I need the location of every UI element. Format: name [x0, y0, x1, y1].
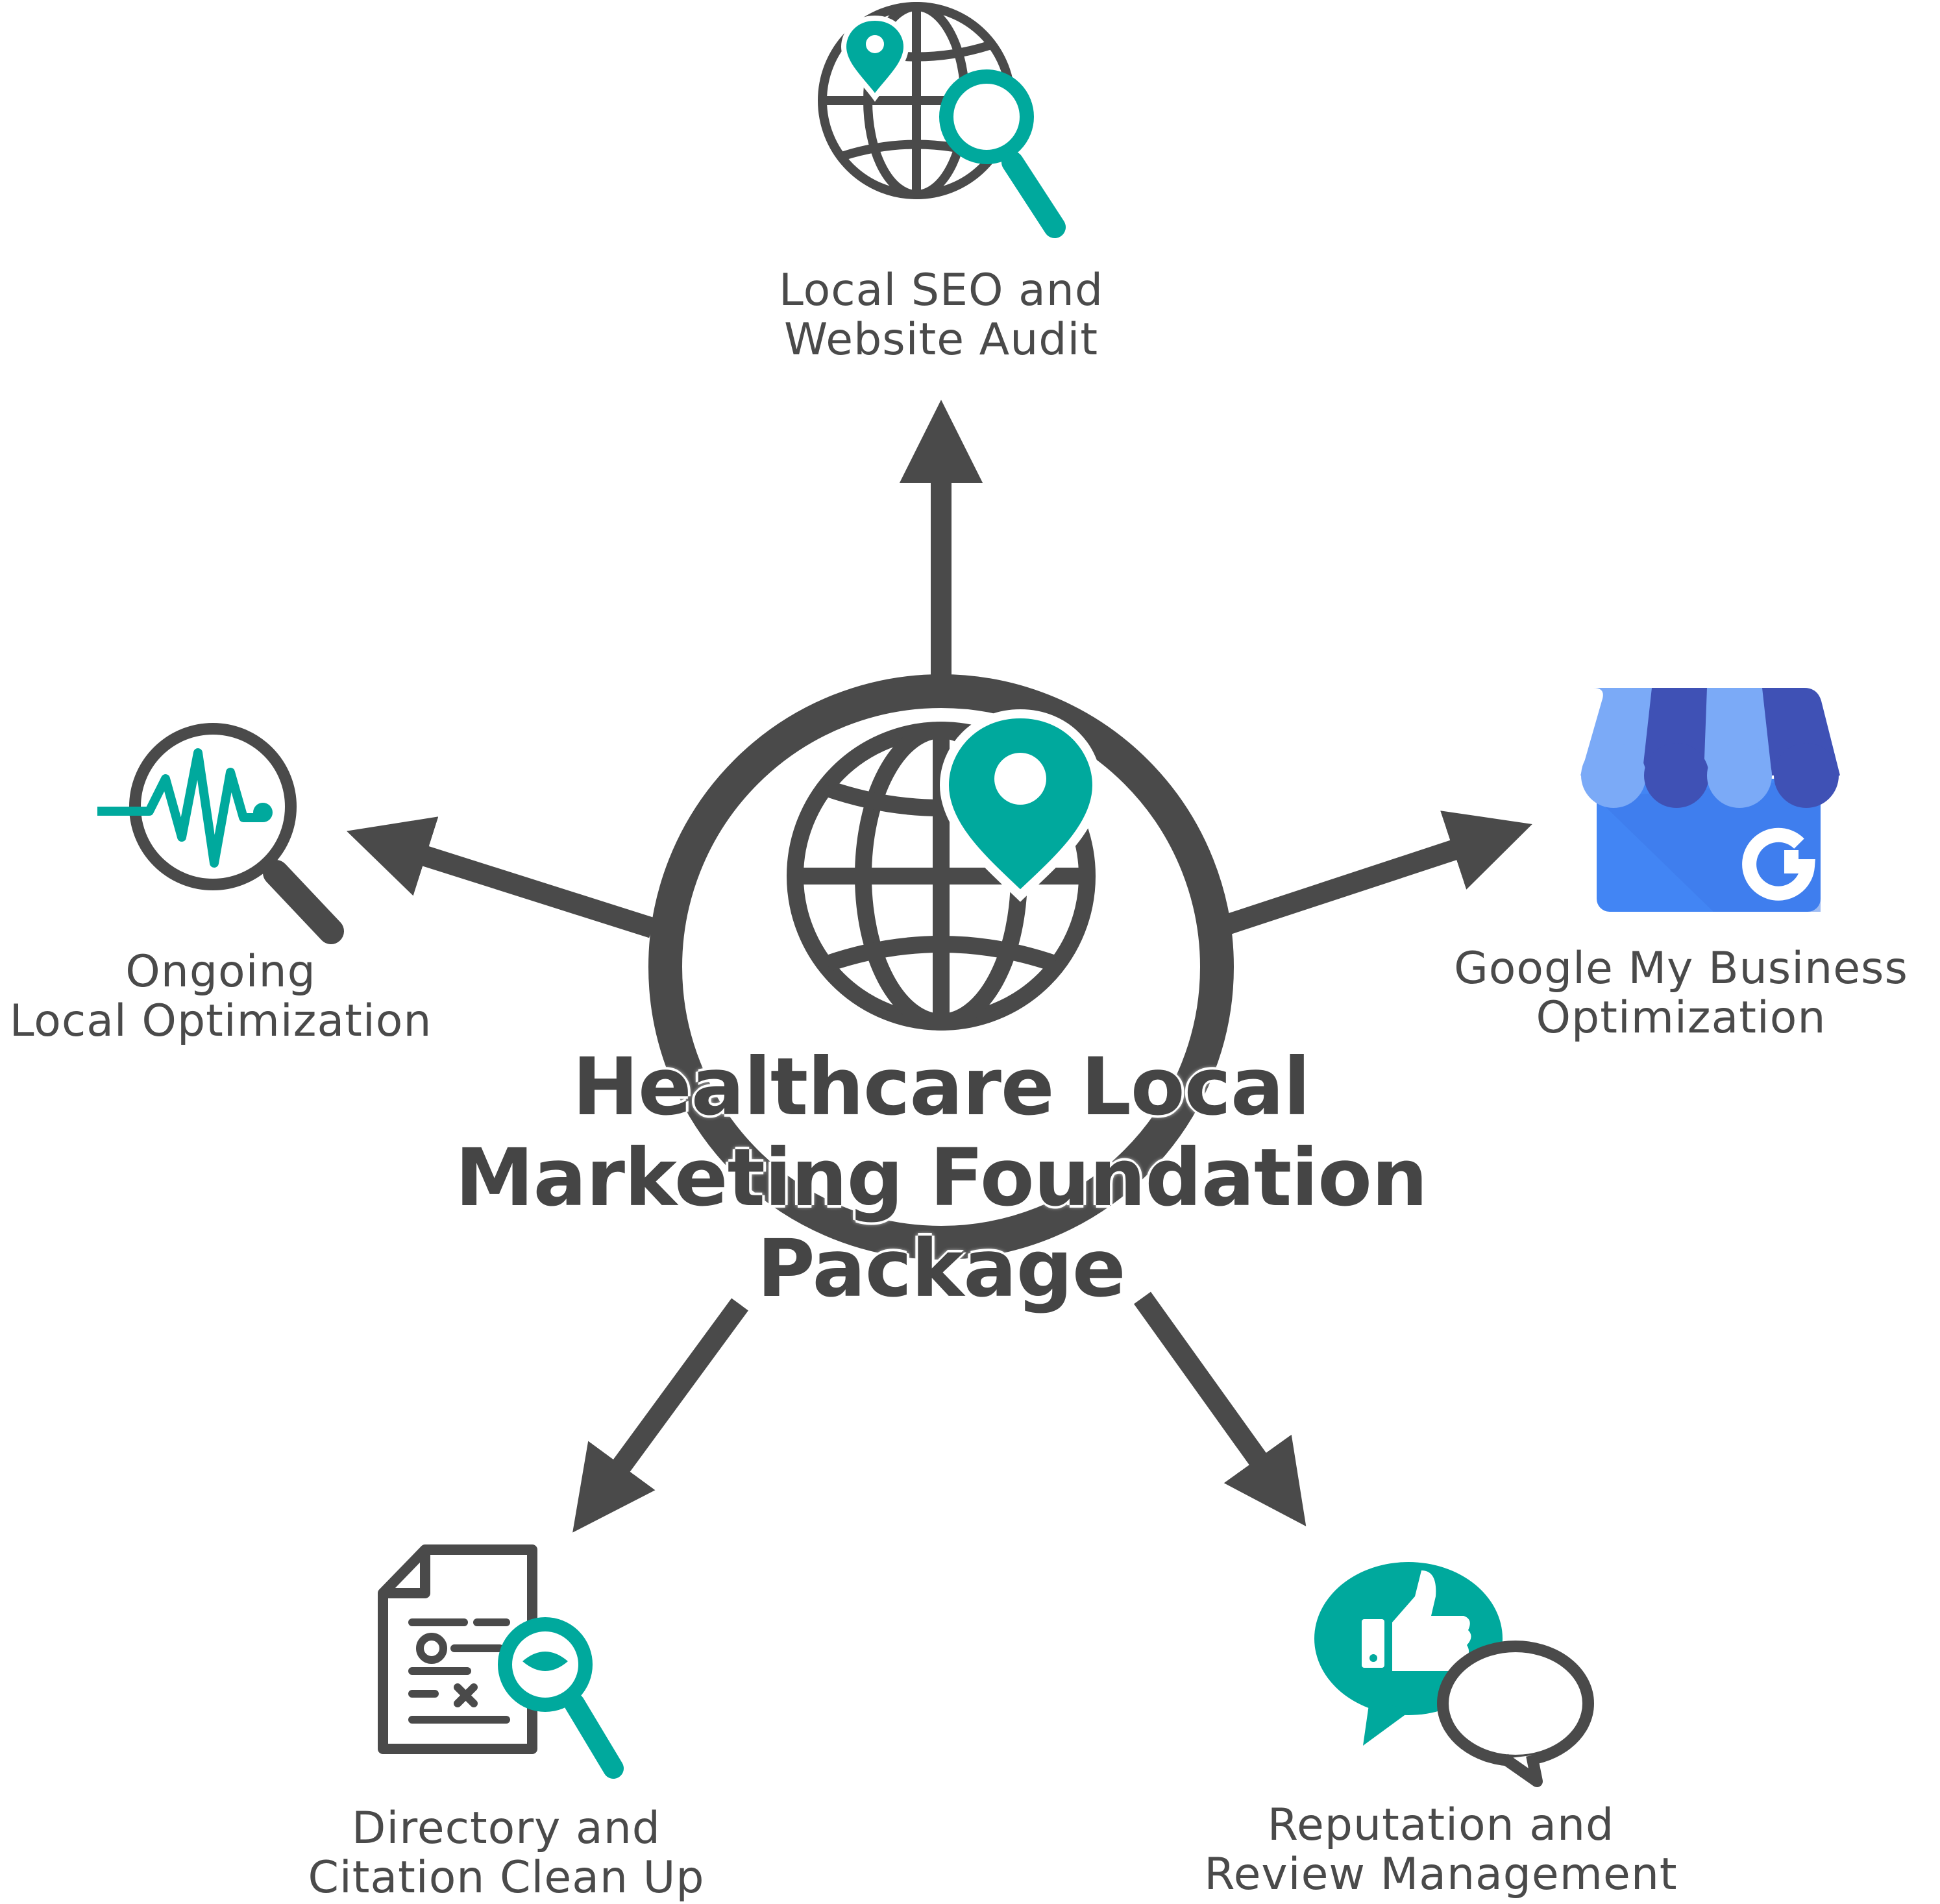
label-directory-cleanup-line-2: Citation Clean Up [308, 1852, 705, 1903]
central-ring [648, 674, 1234, 1260]
label-local-seo-line-2: Website Audit [783, 314, 1099, 365]
label-google-my-business-line-2: Optimization [1536, 992, 1826, 1044]
document-search-icon [378, 1544, 624, 1779]
arrow-to-left [346, 816, 656, 938]
central-title-line-2: Marketing Foundation [455, 1132, 1428, 1224]
arrows [346, 400, 1532, 1533]
central-title: Healthcare Local Marketing Foundation Pa… [292, 1042, 1590, 1314]
arrow-to-bottom-right [1133, 1291, 1307, 1527]
thumbs-up-chat-icon [1314, 1562, 1594, 1787]
globe-search-icon [818, 2, 1066, 238]
central-title-line-3: Package [757, 1223, 1125, 1315]
label-local-seo-line-1: Local SEO and [778, 265, 1104, 316]
label-reputation-management-line-1: Reputation and [1267, 1800, 1615, 1851]
label-directory-cleanup-line-1: Directory and [352, 1803, 661, 1854]
label-ongoing-optimization-line-2: Local Optimization [9, 995, 432, 1047]
label-google-my-business: Google My Business Optimization [1428, 944, 1934, 1043]
pulse-magnifier-icon [97, 723, 344, 944]
label-ongoing-optimization-line-1: Ongoing [125, 946, 316, 997]
central-title-line-1: Healthcare Local [572, 1041, 1310, 1133]
arrow-to-bottom-left [572, 1298, 748, 1533]
arrow-to-right [1223, 811, 1532, 935]
central-map-pin-icon [939, 709, 1102, 902]
label-reputation-management-line-2: Review Management [1204, 1849, 1678, 1900]
label-reputation-management: Reputation and Review Management [1168, 1801, 1713, 1899]
label-directory-cleanup: Directory and Citation Clean Up [279, 1804, 733, 1903]
label-local-seo: Local SEO and Website Audit [707, 266, 1175, 365]
label-ongoing-optimization: Ongoing Local Optimization [0, 947, 441, 1046]
google-my-business-icon [1580, 688, 1840, 912]
label-google-my-business-line-1: Google My Business [1454, 943, 1908, 994]
